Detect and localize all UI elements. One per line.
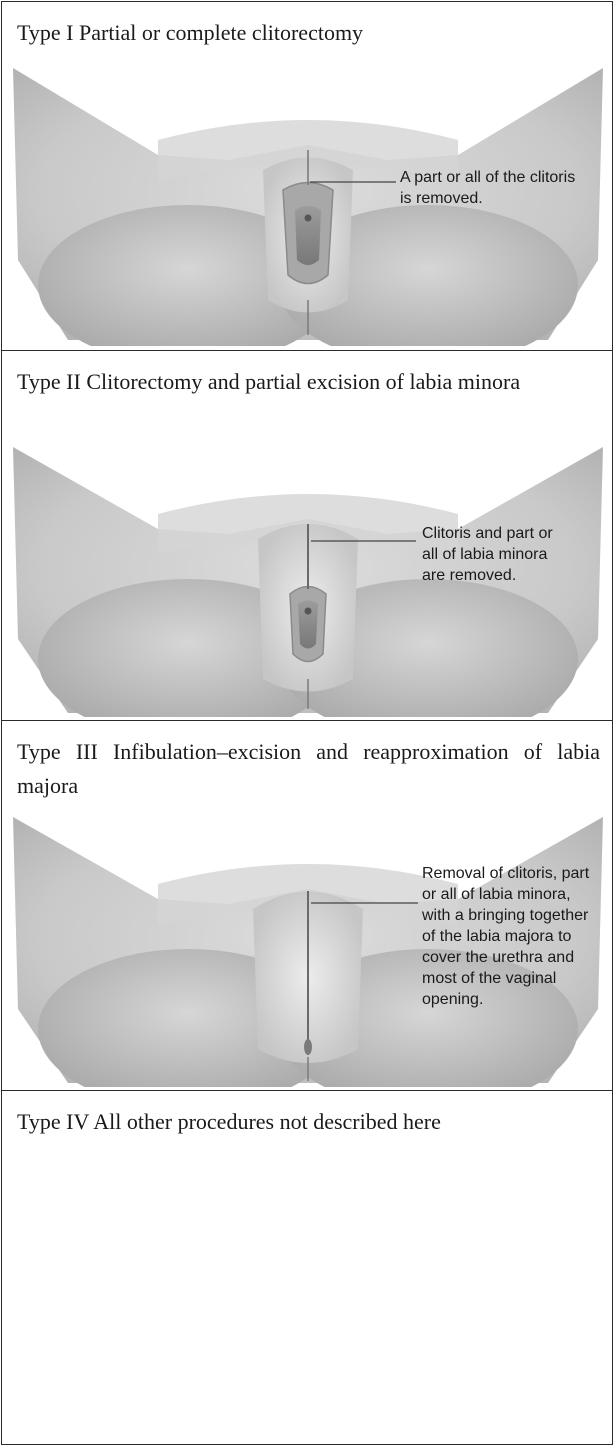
panel-title: Type IV All other procedures not describ… [17,1105,600,1139]
panel-type-3: Type III Infibulation–excision and reapp… [2,721,612,1091]
callout-text: Clitoris and part or all of labia minora… [422,523,553,586]
panel-type-1: Type I Partial or complete clitorectomy … [2,2,612,351]
panel-title: Type I Partial or complete clitorectomy [17,16,600,50]
callout-text: Removal of clitoris, part or all of labi… [422,863,589,1010]
panel-title: Type III Infibulation–excision and reapp… [17,735,600,803]
remaining-opening [304,1039,312,1055]
urethra [305,215,312,222]
urethra [305,608,312,615]
panel-title: Type II Clitorectomy and partial excisio… [17,365,600,399]
panel-type-2: Type II Clitorectomy and partial excisio… [2,351,612,721]
panel-type-4: Type IV All other procedures not describ… [2,1091,612,1446]
callout-text: A part or all of the clitoris is removed… [400,167,575,209]
